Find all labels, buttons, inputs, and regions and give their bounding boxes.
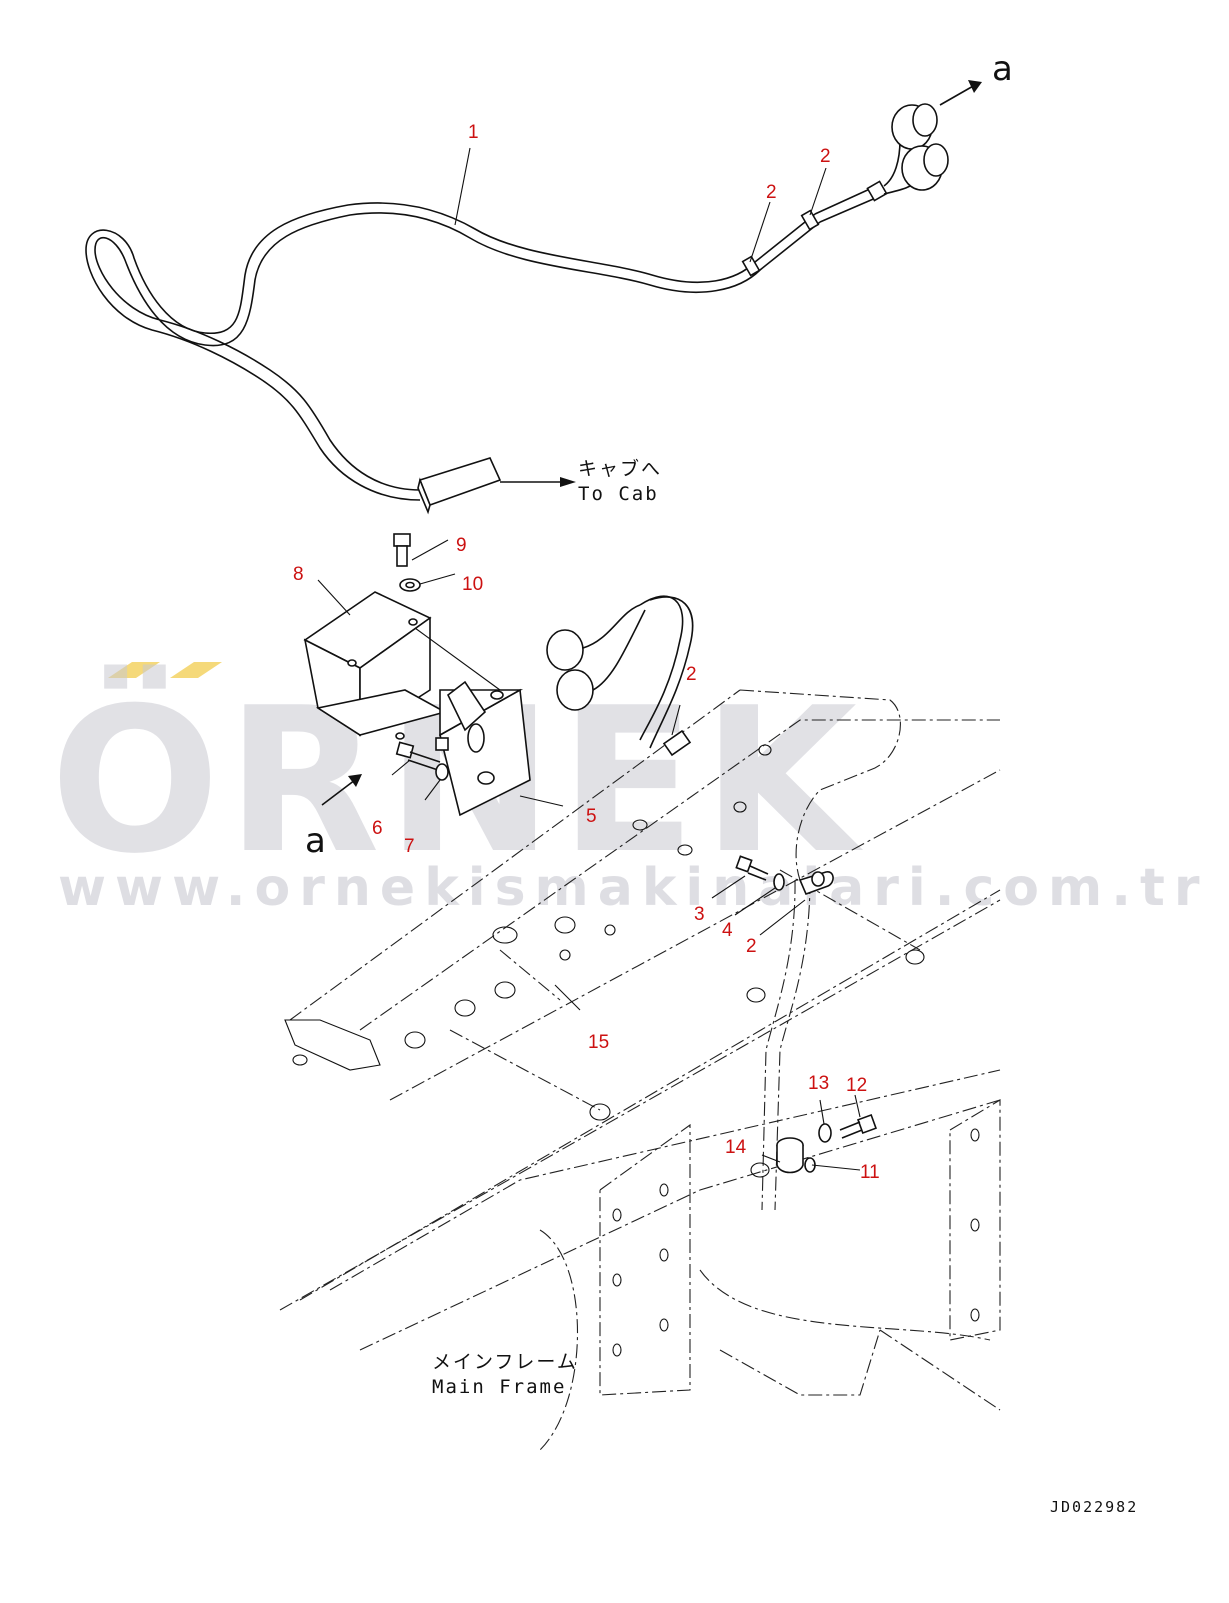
main-frame-label-en: Main Frame bbox=[432, 1376, 566, 1398]
to-cab-label-jp: キャブへ bbox=[578, 457, 662, 480]
watermark-accent-right bbox=[170, 662, 222, 678]
main-frame-outline bbox=[279, 689, 1001, 1451]
connector-pair-top bbox=[891, 103, 949, 191]
callout-4: 4 bbox=[722, 920, 733, 941]
routing-clamps bbox=[662, 704, 834, 936]
callout-1: 1 bbox=[468, 122, 479, 143]
callout-14: 14 bbox=[725, 1137, 747, 1158]
text-labels: キャブへ To Cab メインフレーム Main Frame a a JD022… bbox=[305, 49, 1138, 1516]
cover-bracket-assembly bbox=[303, 533, 694, 817]
cable-harness bbox=[85, 80, 982, 515]
bottom-clamp-assembly bbox=[761, 1094, 877, 1174]
reference-a-left: a bbox=[305, 821, 326, 861]
watermark-accent-left bbox=[108, 662, 160, 678]
callout-5: 5 bbox=[586, 806, 597, 827]
to-cab-label-en: To Cab bbox=[578, 483, 659, 505]
callout-8: 8 bbox=[293, 564, 304, 585]
callout-6: 6 bbox=[372, 818, 383, 839]
callout-10: 10 bbox=[462, 574, 483, 595]
leader-lines-top bbox=[454, 147, 827, 263]
reference-a-top: a bbox=[992, 49, 1013, 89]
callout-12: 12 bbox=[846, 1075, 867, 1096]
main-frame-label-jp: メインフレーム bbox=[432, 1351, 578, 1373]
watermark-url: www.ornekismakinalari.com.tr bbox=[58, 858, 1208, 918]
callout-11: 11 bbox=[860, 1162, 880, 1183]
callout-3: 3 bbox=[694, 904, 705, 925]
callout-numbers: 1 2 2 2 2 3 4 5 6 7 8 9 10 11 12 13 14 1… bbox=[293, 122, 880, 1183]
callout-2-middle: 2 bbox=[686, 664, 697, 685]
callout-2-top-left: 2 bbox=[766, 182, 777, 203]
callout-2-top-right: 2 bbox=[820, 146, 831, 167]
drawing-code: JD022982 bbox=[1050, 1498, 1138, 1516]
callout-2-lower: 2 bbox=[746, 936, 757, 957]
callout-9: 9 bbox=[456, 535, 467, 556]
watermark: ÖRNEK www.ornekismakinalari.com.tr bbox=[50, 662, 1208, 918]
callout-13: 13 bbox=[808, 1073, 829, 1094]
cab-connector bbox=[417, 457, 502, 515]
callout-15: 15 bbox=[588, 1032, 609, 1053]
callout-7: 7 bbox=[404, 836, 415, 857]
